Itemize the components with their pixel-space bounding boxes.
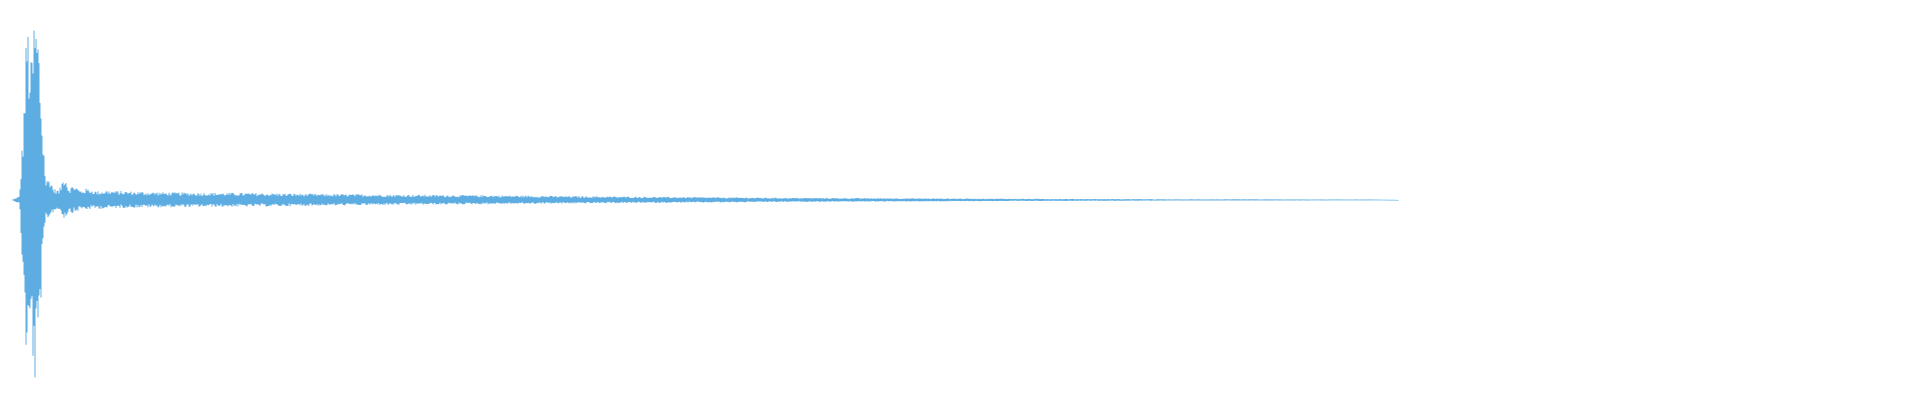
waveform-samples: [12, 30, 1399, 378]
waveform-series: [12, 30, 1399, 378]
